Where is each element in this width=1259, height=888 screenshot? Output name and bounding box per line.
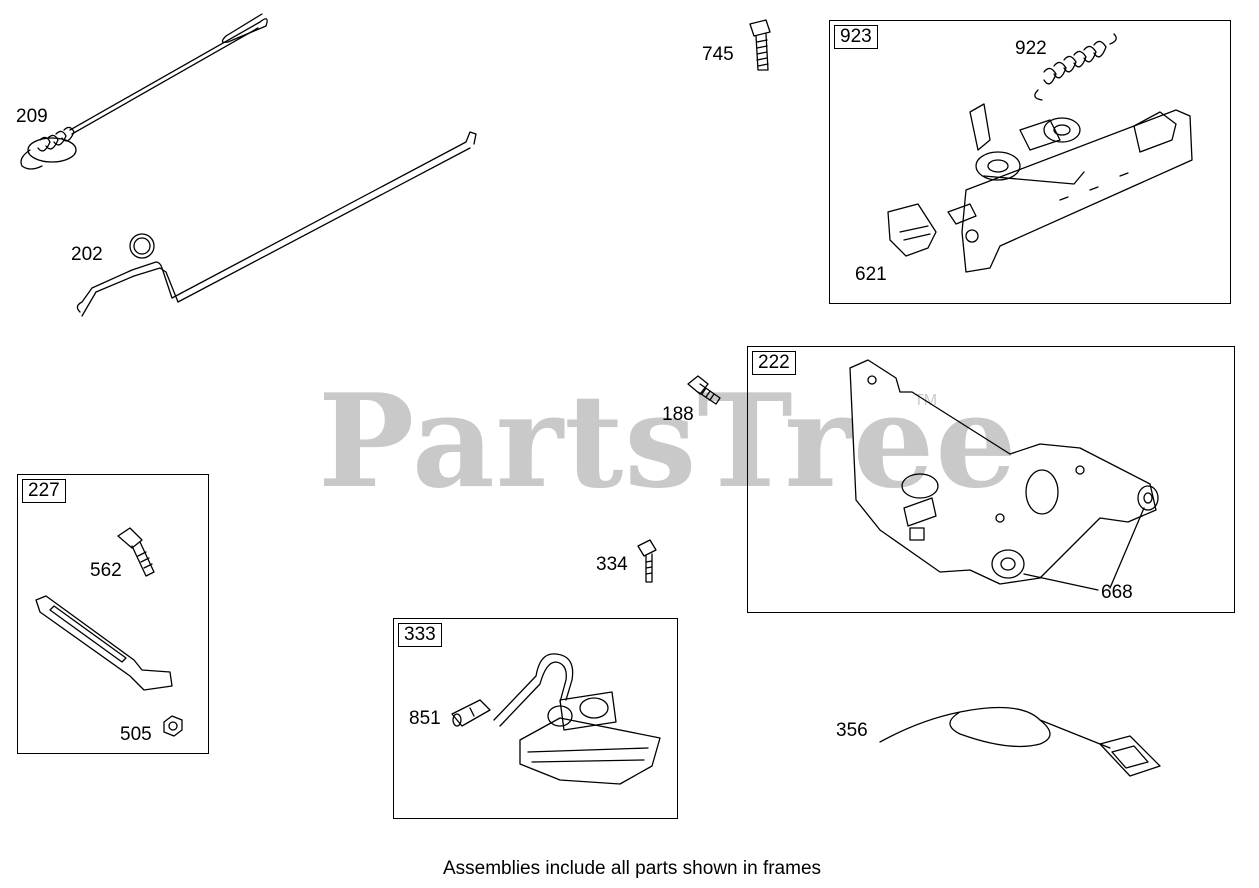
spring-922-drawing [1034,33,1117,101]
diagram-caption: Assemblies include all parts shown in fr… [442,858,822,879]
bolt-562-drawing [117,527,155,577]
part-label-922[interactable]: 922 [1015,38,1047,59]
part-label-562[interactable]: 562 [90,560,122,581]
frame-label-227[interactable]: 227 [22,479,66,503]
frame-label-923[interactable]: 923 [834,25,878,49]
frame-label-222[interactable]: 222 [752,351,796,375]
frame-923: 923 [829,20,1231,304]
armature-333-drawing [493,653,661,785]
frame-222: 222 [747,346,1235,613]
governor-link-202-drawing [76,131,477,317]
part-label-334[interactable]: 334 [596,554,628,575]
spring-rod-209-drawing [20,13,268,170]
part-label-202[interactable]: 202 [71,244,103,265]
screw-745-drawing [749,19,771,71]
part-label-851[interactable]: 851 [409,708,441,729]
part-label-505[interactable]: 505 [120,724,152,745]
part-label-356[interactable]: 356 [836,720,868,741]
part-label-621[interactable]: 621 [855,264,887,285]
leader-668-a [1023,573,1099,591]
bolt-334-drawing [637,539,657,583]
frame-label-333[interactable]: 333 [398,623,442,647]
bracket-222-drawing [849,359,1159,585]
frame-227: 227 [17,474,209,754]
clip-621-drawing [887,203,937,257]
screw-188-drawing [687,375,721,405]
wire-356-drawing [879,706,1161,777]
part-label-209[interactable]: 209 [16,106,48,127]
lever-227-drawing [35,595,173,691]
part-label-668[interactable]: 668 [1101,582,1133,603]
sleeve-851-drawing [451,699,491,727]
watermark: PartsTree [318,367,1018,517]
nut-505-drawing [163,715,183,737]
frame-333: 333 [393,618,678,819]
control-bracket-923-drawing [947,103,1193,273]
part-label-745[interactable]: 745 [702,44,734,65]
leader-668-b [1109,507,1145,589]
part-label-188[interactable]: 188 [662,404,694,425]
